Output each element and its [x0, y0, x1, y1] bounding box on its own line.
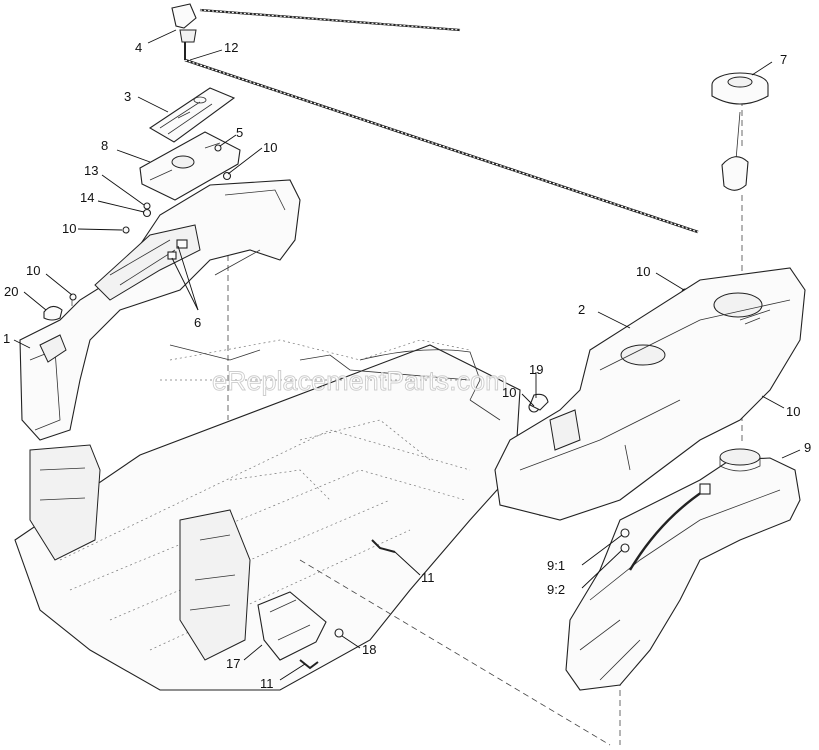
right-fender-part-2 [494, 267, 806, 521]
callout-20: 20 [4, 284, 18, 299]
callout-3: 3 [124, 89, 131, 104]
callout-5: 5 [236, 125, 243, 140]
fuel-tank-part-9 [565, 448, 801, 691]
callout-8: 8 [101, 138, 108, 153]
callout-9-2: 9:2 [547, 582, 565, 597]
callout-9-1: 9:1 [547, 558, 565, 573]
callout-4: 4 [135, 40, 142, 55]
bracket-part-17 [257, 591, 327, 661]
callout-19: 19 [529, 362, 543, 377]
callout-17: 17 [226, 656, 240, 671]
watermark: eReplacementParts.com [212, 366, 508, 396]
callout-7: 7 [780, 52, 787, 67]
knob-part-4 [171, 3, 197, 43]
callout-6: 6 [194, 315, 201, 330]
callout-2: 2 [578, 302, 585, 317]
callout-14: 14 [80, 190, 94, 205]
leader-lines [13, 29, 801, 681]
left-fender-part-1 [19, 179, 301, 441]
decal-part-3 [148, 87, 236, 143]
callout-13: 13 [84, 163, 98, 178]
callout-18: 18 [362, 642, 376, 657]
callout-1: 1 [3, 331, 10, 346]
cable-12 [184, 8, 699, 234]
callout-9: 9 [804, 440, 811, 455]
wire-part-11 [299, 539, 396, 670]
callout-10-e: 10 [502, 385, 516, 400]
callout-10-c: 10 [26, 263, 40, 278]
fuel-cap-part-7 [711, 72, 769, 191]
callout-12: 12 [224, 40, 238, 55]
callout-11-a: 11 [421, 570, 435, 585]
callout-labels: 4 12 3 7 8 5 10 13 14 10 10 20 1 6 10 2 … [3, 40, 811, 691]
callout-10-a: 10 [263, 140, 277, 155]
callout-11-b: 11 [260, 676, 274, 691]
callout-10-b: 10 [62, 221, 76, 236]
frame-chassis [14, 339, 521, 691]
callout-10-f: 10 [786, 404, 800, 419]
callout-10-d: 10 [636, 264, 650, 279]
